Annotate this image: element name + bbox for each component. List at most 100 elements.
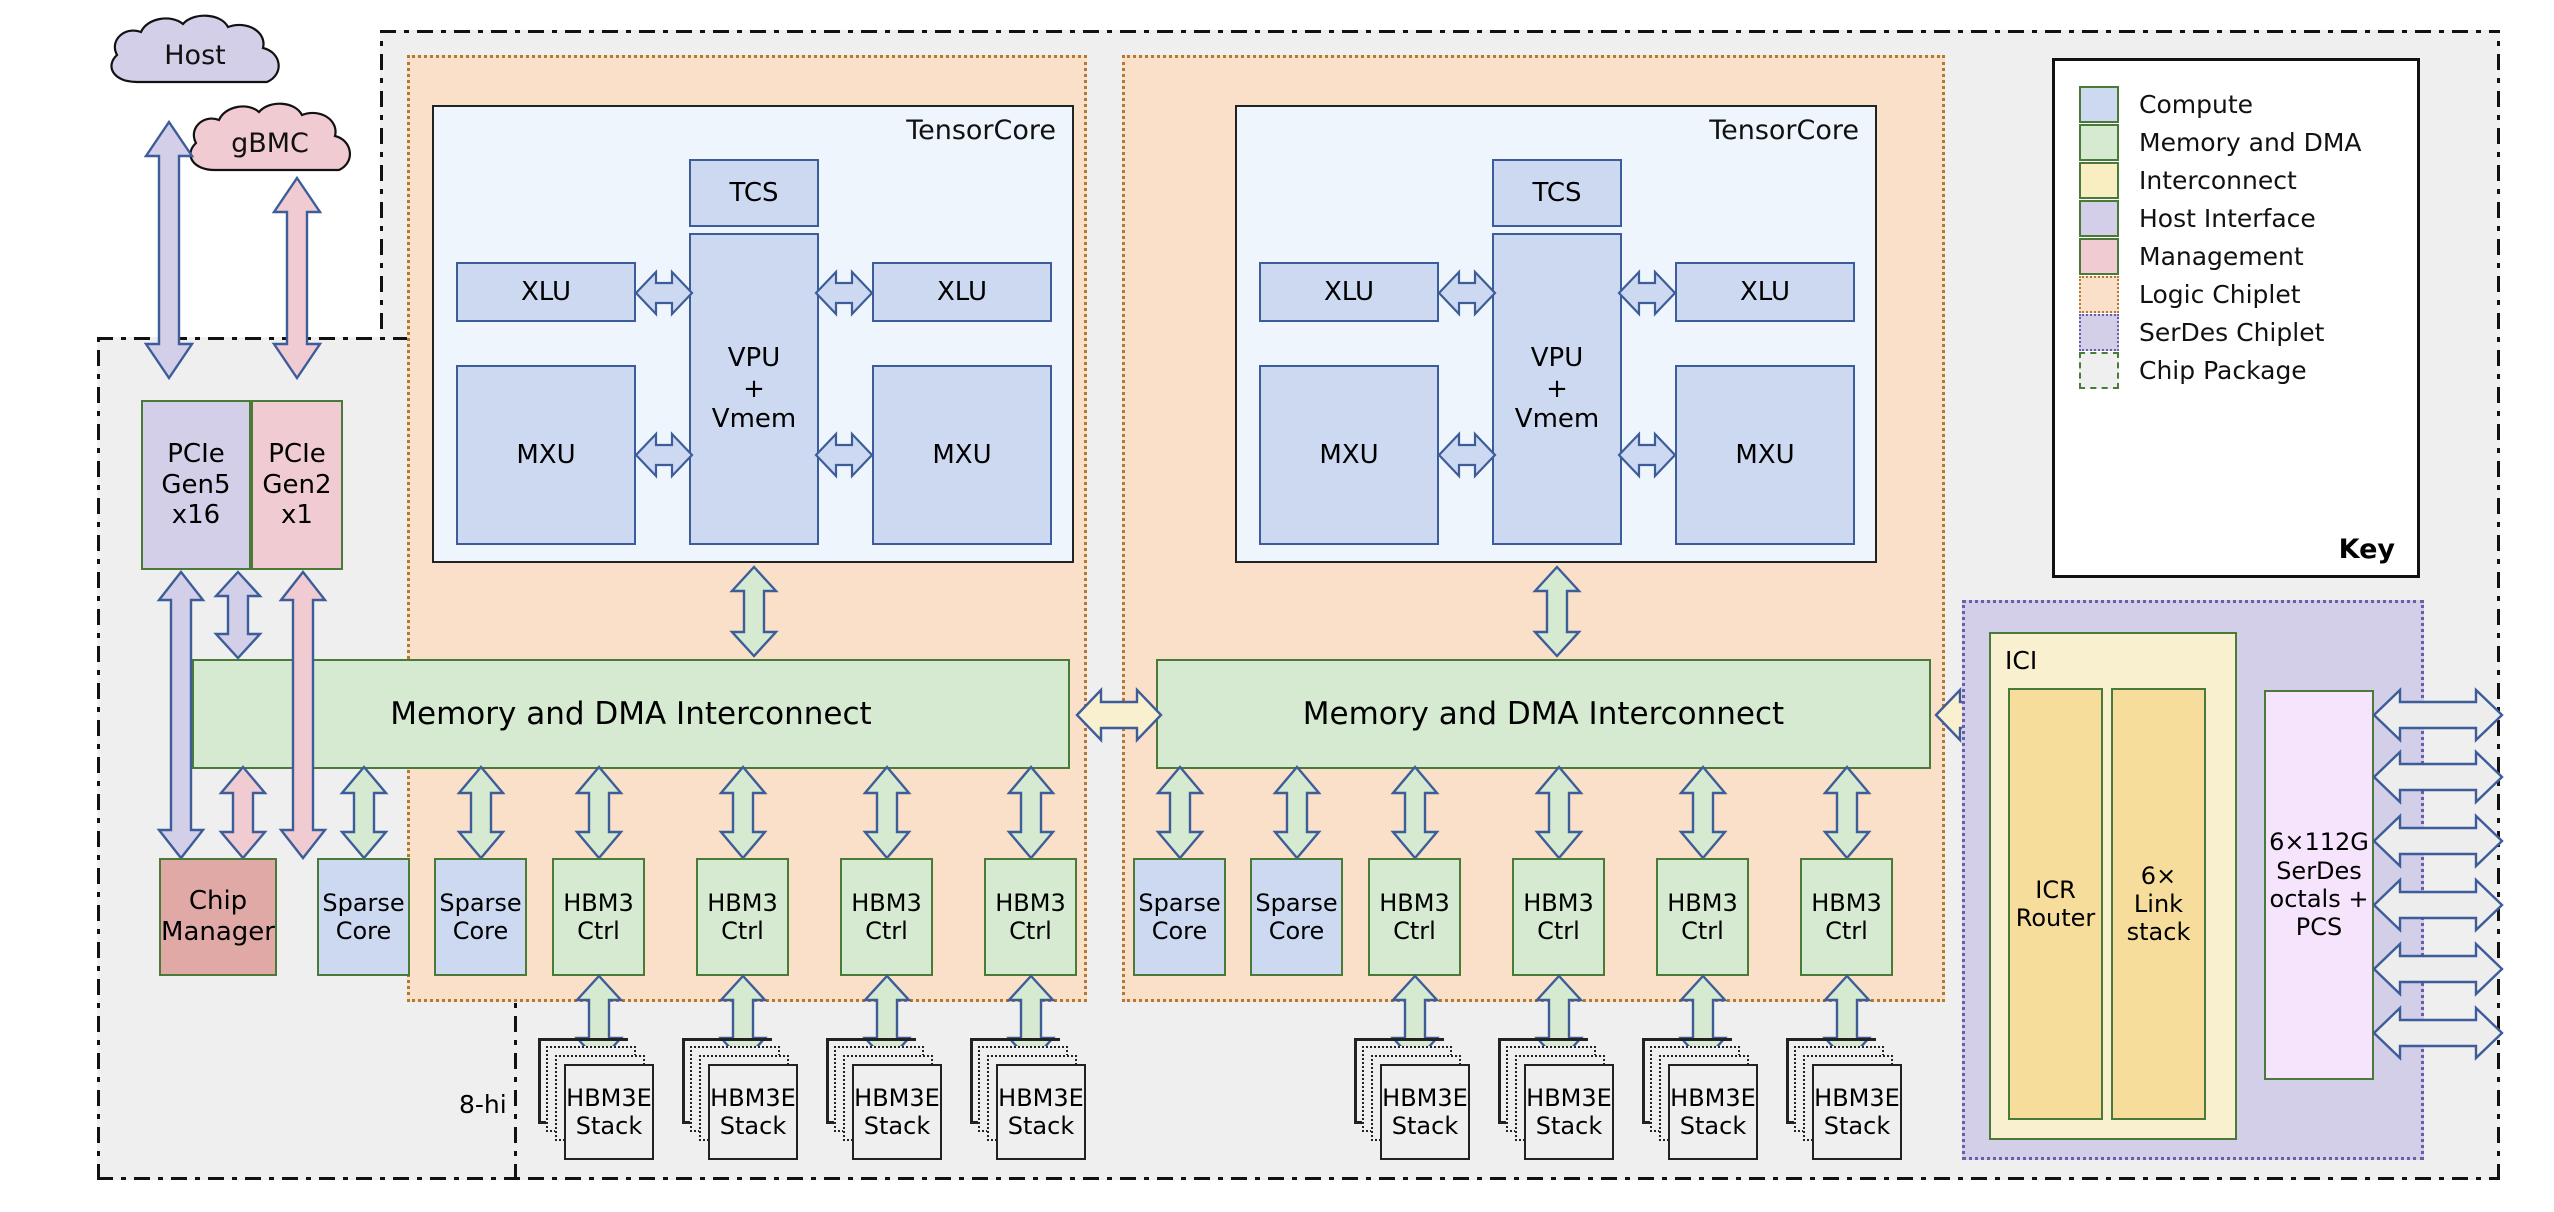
xlu-block-left-east: XLU: [872, 262, 1052, 322]
arrow-tensorcore-right-to-interconnect: [1531, 565, 1583, 658]
sparsecore-left-2-line-1: Sparse: [439, 888, 522, 917]
mxu-label-left-east: MXU: [932, 439, 992, 470]
vpu-label-line-2: +: [743, 373, 765, 404]
arrow-interconnect-to-chip-manager: [218, 765, 268, 860]
xlu-block-left-west: XLU: [456, 262, 636, 322]
hbm3e-stack-right-1-line-1: HBM3E: [1382, 1083, 1468, 1112]
hbm3e-stack-right-2-line-1: HBM3E: [1526, 1083, 1612, 1112]
tcs-label-right: TCS: [1532, 177, 1582, 208]
legend-key: Compute Memory and DMA Interconnect Host…: [2052, 58, 2420, 578]
hbm3e-stack-left-3-line-2: Stack: [863, 1112, 931, 1140]
serdes-line-1: 6×112G: [2269, 828, 2369, 857]
hbm3e-stack-left-2: HBM3E Stack: [708, 1064, 798, 1160]
legend-swatch-chip-package: [2079, 351, 2119, 389]
hbm3-ctrl-left-4-line-1: HBM3: [995, 888, 1066, 917]
serdes-line-2: SerDes: [2276, 856, 2362, 885]
legend-title: Key: [2338, 534, 2395, 565]
pcie-gen5-line-1: PCIe: [167, 438, 225, 469]
tcs-block-left: TCS: [689, 159, 819, 227]
legend-item-interconnect: Interconnect: [2079, 161, 2417, 199]
memory-dma-interconnect-right-label: Memory and DMA Interconnect: [1302, 695, 1785, 732]
legend-swatch-logic-chiplet: [2079, 275, 2119, 313]
hbm3e-stack-group-right-4: HBM3E Stack: [1786, 1038, 1908, 1160]
hbm3-ctrl-right-2-line-1: HBM3: [1523, 888, 1594, 917]
hbm3e-stack-right-4: HBM3E Stack: [1812, 1064, 1902, 1160]
hbm3e-stack-left-4-line-2: Stack: [1007, 1112, 1075, 1140]
legend-label-interconnect: Interconnect: [2139, 165, 2297, 195]
hbm3-ctrl-block-left-1: HBM3 Ctrl: [552, 858, 645, 976]
pcie-gen5-line-2: Gen5: [161, 469, 231, 500]
arrow-interconnect-left-to-right: [1075, 686, 1163, 744]
xlu-label-left-west: XLU: [520, 276, 572, 307]
arrow-xlu-vpu-left-east: [814, 269, 874, 317]
serdes-line-4: PCS: [2295, 913, 2343, 942]
serdes-external-link-arrow-2: [2372, 748, 2504, 806]
tensorcore-left-label: TensorCore: [906, 115, 1056, 146]
hbm3e-stack-right-3: HBM3E Stack: [1668, 1064, 1758, 1160]
arrow-interconnect-right-to-sparsecore-1: [1155, 765, 1205, 860]
hbm3-ctrl-right-3-line-2: Ctrl: [1681, 917, 1724, 945]
hbm3-ctrl-left-4-line-2: Ctrl: [1009, 917, 1052, 945]
xlu-label-right-west: XLU: [1323, 276, 1375, 307]
mxu-block-right-east: MXU: [1675, 365, 1855, 545]
hbm3-ctrl-left-1-line-2: Ctrl: [577, 917, 620, 945]
hbm3-ctrl-left-2-line-2: Ctrl: [721, 917, 764, 945]
arrow-mxu-vpu-left-east: [814, 431, 874, 479]
hbm3e-stack-left-2-line-2: Stack: [719, 1112, 787, 1140]
arrow-interconnect-right-to-hbm3ctrl-4: [1822, 765, 1872, 860]
tcs-block-right: TCS: [1492, 159, 1622, 227]
legend-swatch-serdes-chiplet: [2079, 313, 2119, 351]
arrow-xlu-vpu-right-west: [1437, 269, 1497, 317]
hbm3-ctrl-right-4-line-2: Ctrl: [1825, 917, 1868, 945]
gbmc-cloud: gBMC: [175, 100, 365, 185]
hbm-8hi-annotation: 8-hi: [459, 1090, 507, 1119]
host-cloud: Host: [95, 12, 295, 97]
hbm3e-stack-right-1-line-2: Stack: [1391, 1112, 1459, 1140]
mxu-label-right-west: MXU: [1319, 439, 1379, 470]
chip-manager-line-1: Chip: [188, 886, 248, 917]
legend-item-memory-dma: Memory and DMA: [2079, 123, 2417, 161]
hbm3-ctrl-block-right-4: HBM3 Ctrl: [1800, 858, 1893, 976]
icr-router-block: ICR Router: [2008, 688, 2103, 1120]
hbm3e-stack-left-2-line-1: HBM3E: [710, 1083, 796, 1112]
legend-swatch-memory-dma: [2079, 123, 2119, 161]
mxu-block-right-west: MXU: [1259, 365, 1439, 545]
arrow-gbmc-to-pcie-gen2: [270, 175, 324, 381]
legend-swatch-compute: [2079, 85, 2119, 123]
hbm3-ctrl-block-right-1: HBM3 Ctrl: [1368, 858, 1461, 976]
hbm3e-stack-left-1: HBM3E Stack: [564, 1064, 654, 1160]
sparsecore-block-left-1: Sparse Core: [317, 858, 410, 976]
arrow-interconnect-right-to-hbm3ctrl-1: [1390, 765, 1440, 860]
sparsecore-right-2-line-1: Sparse: [1255, 888, 1338, 917]
sparsecore-left-2-line-2: Core: [452, 917, 509, 945]
hbm3e-stack-group-left-3: HBM3E Stack: [826, 1038, 948, 1160]
hbm3e-stack-right-4-line-1: HBM3E: [1814, 1083, 1900, 1112]
serdes-octals-pcs-block: 6×112G SerDes octals + PCS: [2264, 690, 2374, 1080]
tensorcore-right: TensorCore TCS VPU + Vmem XLU XLU MXU MX…: [1235, 105, 1877, 563]
link-stack-line-2: Link: [2133, 889, 2184, 918]
hbm3e-stack-left-3-line-1: HBM3E: [854, 1083, 940, 1112]
hbm3-ctrl-right-1-line-1: HBM3: [1379, 888, 1450, 917]
arrow-interconnect-left-to-hbm3ctrl-4: [1006, 765, 1056, 860]
sparsecore-block-left-2: Sparse Core: [434, 858, 527, 976]
icr-router-line-2: Router: [2015, 904, 2096, 932]
vpu-label-right-line-1: VPU: [1530, 342, 1584, 373]
pcie-gen2-line-2: Gen2: [262, 469, 332, 500]
ici-block: ICI ICR Router 6× Link stack: [1989, 632, 2237, 1140]
serdes-external-link-arrow-4: [2372, 876, 2504, 934]
pcie-gen2-line-3: x1: [281, 500, 313, 531]
xlu-block-right-west: XLU: [1259, 262, 1439, 322]
legend-label-logic-chiplet: Logic Chiplet: [2139, 279, 2301, 309]
mxu-label-right-east: MXU: [1735, 439, 1795, 470]
tensorcore-right-label: TensorCore: [1709, 115, 1859, 146]
legend-label-serdes-chiplet: SerDes Chiplet: [2139, 317, 2325, 347]
mxu-block-left-west: MXU: [456, 365, 636, 545]
vpu-label-right-line-3: Vmem: [1514, 404, 1600, 435]
vpu-vmem-block-left: VPU + Vmem: [689, 233, 819, 545]
gbmc-cloud-label: gBMC: [231, 128, 309, 159]
ici-label: ICI: [2005, 646, 2038, 675]
hbm3-ctrl-block-left-2: HBM3 Ctrl: [696, 858, 789, 976]
hbm3-ctrl-block-right-3: HBM3 Ctrl: [1656, 858, 1749, 976]
arrow-pcie-gen5-to-chip-manager-long: [156, 570, 206, 860]
